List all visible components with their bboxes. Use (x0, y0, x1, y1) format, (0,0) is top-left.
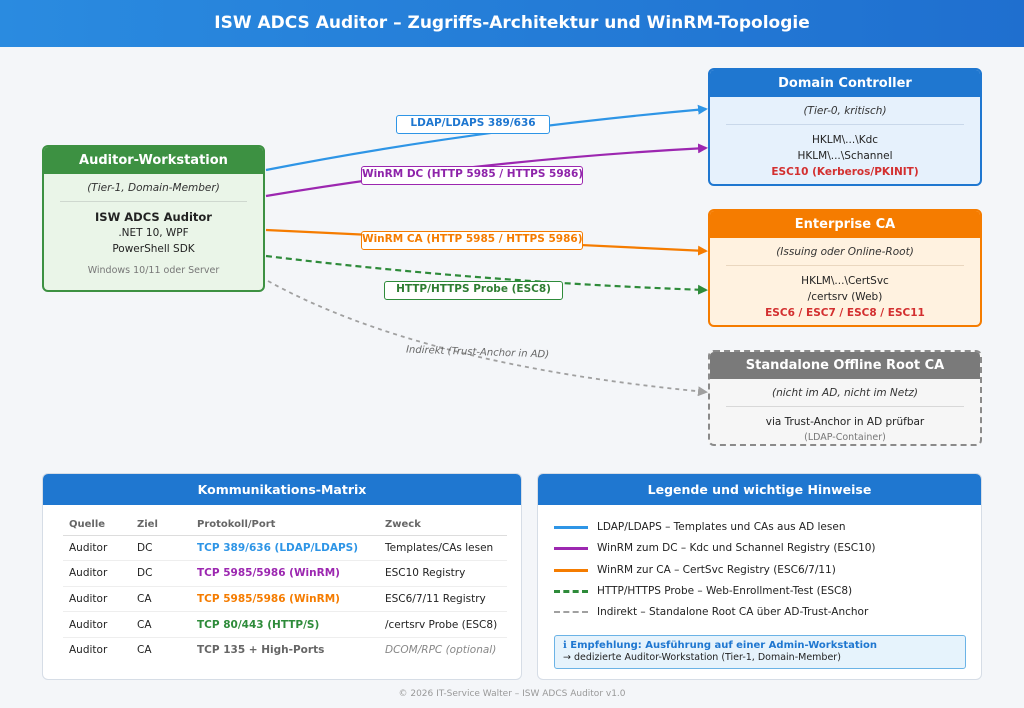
node-divider (726, 406, 964, 407)
recommendation-box: ℹ Empfehlung: Ausführung auf einer Admin… (554, 635, 966, 669)
matrix-table: Quelle Ziel Protokoll/Port Zweck Auditor… (63, 515, 507, 663)
cell-target: CA (137, 644, 152, 657)
node-line: /certsrv (Web) (807, 291, 883, 303)
table-row: Auditor CA TCP 80/443 (HTTP/S) /certsrv … (63, 611, 507, 638)
legend-swatch (554, 546, 588, 550)
edge-label-winrm-dc: WinRM DC (HTTP 5985 / HTTPS 5986) (361, 166, 583, 185)
recommendation-text: → dedizierte Auditor-Workstation (Tier-1… (563, 652, 841, 663)
column-header: Zweck (379, 515, 507, 536)
cell-target: CA (131, 586, 191, 613)
cell-protocol: TCP 5985/5986 (WinRM) (191, 586, 379, 613)
edge-label-indirect: Indirekt (Trust-Anchor in AD) (405, 344, 550, 361)
legend-item: HTTP/HTTPS Probe – Web-Enrollment-Test (… (554, 581, 852, 601)
legend-label: WinRM zum DC – Kdc und Schannel Registry… (597, 542, 876, 554)
table-row: Auditor DC TCP 5985/5986 (WinRM) ESC10 R… (63, 560, 507, 587)
node-divider (726, 265, 964, 266)
node-divider (726, 124, 964, 125)
cell-target: DC (131, 535, 191, 562)
footer-copyright: © 2026 IT-Service Walter – ISW ADCS Audi… (398, 689, 626, 699)
cell-source: Auditor (63, 535, 131, 562)
cell-source: Auditor (63, 611, 131, 638)
cell-protocol: TCP 389/636 (LDAP/LDAPS) (191, 535, 379, 562)
edge-label-winrm-ca: WinRM CA (HTTP 5985 / HTTPS 5986) (361, 231, 583, 250)
recommendation-title: ℹ Empfehlung: Ausführung auf einer Admin… (563, 640, 878, 651)
legend-swatch (554, 589, 588, 593)
legend-swatch (554, 568, 588, 572)
cell-purpose: DCOM/RPC (optional) (385, 644, 497, 657)
node-line: PowerShell SDK (112, 243, 195, 255)
cell-target: CA (131, 611, 191, 638)
communication-matrix-panel: Kommunikations-Matrix Quelle Ziel Protok… (42, 473, 522, 680)
node-line: ESC6 / ESC7 / ESC8 / ESC11 (765, 307, 925, 319)
node-subtitle: (nicht im AD, nicht im Netz) (772, 387, 918, 399)
legend-label: Indirekt – Standalone Root CA über AD-Tr… (597, 606, 869, 618)
node-line: HKLM\...\CertSvc (801, 275, 889, 287)
cell-target: DC (131, 560, 191, 587)
node-line: HKLM\...\Kdc (811, 134, 879, 146)
table-row: Auditor CA TCP 135 + High-Ports DCOM/RPC… (63, 637, 507, 663)
cell-source: Auditor (63, 586, 131, 613)
node-title: Auditor-Workstation (44, 147, 263, 174)
page-title: ISW ADCS Auditor – Zugriffs-Architektur … (0, 0, 1024, 47)
edge-label-http-probe: HTTP/HTTPS Probe (ESC8) (384, 281, 563, 300)
legend-swatch (554, 611, 588, 613)
panel-title: Legende und wichtige Hinweise (538, 474, 981, 505)
table-row: Auditor DC TCP 389/636 (LDAP/LDAPS) Temp… (63, 535, 507, 562)
node-title: Enterprise CA (710, 211, 980, 238)
cell-protocol: TCP 135 + High-Ports (197, 644, 325, 657)
node-enterprise-ca: Enterprise CA (Issuing oder Online-Root)… (708, 209, 982, 327)
legend-label: HTTP/HTTPS Probe – Web-Enrollment-Test (… (597, 585, 853, 597)
node-auditor-workstation: Auditor-Workstation (Tier-1, Domain-Memb… (42, 145, 265, 292)
node-subtitle: (Issuing oder Online-Root) (776, 246, 914, 258)
node-divider (60, 201, 247, 202)
legend-item: WinRM zum DC – Kdc und Schannel Registry… (554, 538, 876, 558)
node-line: via Trust-Anchor in AD prüfbar (765, 416, 925, 428)
cell-purpose: Templates/CAs lesen (379, 535, 507, 562)
column-header: Quelle (63, 515, 131, 536)
cell-protocol: TCP 80/443 (HTTP/S) (191, 611, 379, 638)
cell-purpose: /certsrv Probe (ESC8) (379, 611, 507, 638)
node-subtitle: (Tier-1, Domain-Member) (87, 182, 220, 194)
node-subtitle: (Tier-0, kritisch) (803, 105, 887, 117)
cell-source: Auditor (63, 560, 131, 587)
cell-protocol: TCP 5985/5986 (WinRM) (191, 560, 379, 587)
column-header: Protokoll/Port (191, 515, 379, 536)
node-line: .NET 10, WPF (118, 227, 189, 239)
node-line: Windows 10/11 oder Server (87, 265, 220, 276)
node-line: ISW ADCS Auditor (95, 210, 212, 224)
legend-label: LDAP/LDAPS – Templates und CAs aus AD le… (597, 521, 846, 533)
node-line: ESC10 (Kerberos/PKINIT) (771, 166, 919, 178)
node-title: Standalone Offline Root CA (710, 352, 980, 379)
cell-purpose: ESC6/7/11 Registry (379, 586, 507, 613)
cell-source: Auditor (69, 644, 108, 657)
legend-panel: Legende und wichtige Hinweise LDAP/LDAPS… (537, 473, 982, 680)
edge-label-ldap: LDAP/LDAPS 389/636 (396, 115, 550, 134)
table-header-row: Quelle Ziel Protokoll/Port Zweck (63, 515, 507, 536)
node-domain-controller: Domain Controller (Tier-0, kritisch) HKL… (708, 68, 982, 186)
table-row: Auditor CA TCP 5985/5986 (WinRM) ESC6/7/… (63, 586, 507, 613)
column-header: Ziel (131, 515, 191, 536)
panel-title: Kommunikations-Matrix (43, 474, 521, 505)
legend-label: WinRM zur CA – CertSvc Registry (ESC6/7/… (597, 564, 836, 576)
legend-item: WinRM zur CA – CertSvc Registry (ESC6/7/… (554, 560, 836, 580)
legend-swatch (554, 525, 588, 529)
node-line: (LDAP-Container) (804, 432, 886, 443)
cell-purpose: ESC10 Registry (379, 560, 507, 587)
legend-item: Indirekt – Standalone Root CA über AD-Tr… (554, 602, 868, 622)
node-line: HKLM\...\Schannel (797, 150, 893, 162)
legend-item: LDAP/LDAPS – Templates und CAs aus AD le… (554, 517, 845, 537)
node-title: Domain Controller (710, 70, 980, 97)
node-offline-root-ca: Standalone Offline Root CA (nicht im AD,… (708, 350, 982, 446)
